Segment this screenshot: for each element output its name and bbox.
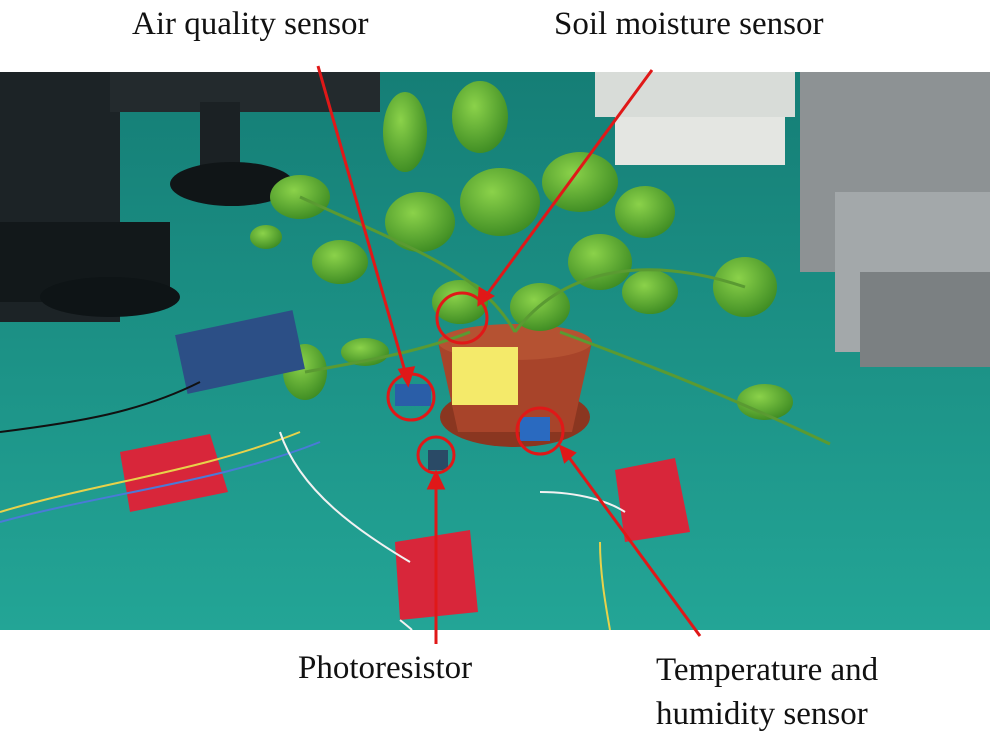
air-quality-sensor-label: Air quality sensor [132, 6, 369, 42]
red-sensor-board-left [120, 434, 228, 512]
temp-humidity-module [520, 417, 550, 441]
blue-controller-board [175, 310, 305, 394]
plant-sensor-photo [0, 72, 990, 630]
photoresistor-module [428, 450, 448, 470]
temperature-humidity-label-line2: humidity sensor [656, 696, 868, 732]
air-quality-module [395, 384, 431, 406]
monitor-left [0, 72, 180, 322]
photoresistor-label: Photoresistor [298, 650, 473, 686]
soil-moisture-sensor-label: Soil moisture sensor [554, 6, 824, 42]
temperature-humidity-label-line1: Temperature and [656, 652, 879, 688]
pot-note [452, 347, 518, 405]
red-sensor-board-center [395, 530, 478, 620]
